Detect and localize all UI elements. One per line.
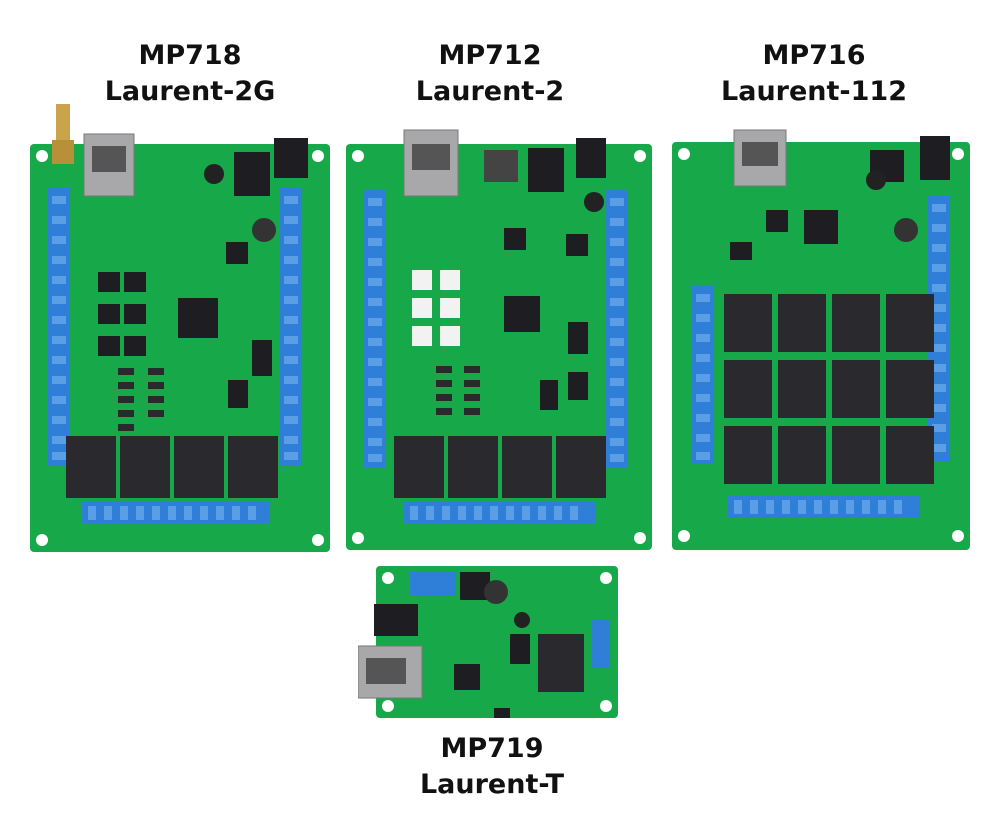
board-model: MP718	[138, 40, 242, 71]
board-name: Laurent-112	[721, 76, 907, 107]
board-model: MP716	[762, 40, 866, 71]
board-mp712-image	[344, 126, 654, 554]
board-mp718-image	[28, 100, 332, 555]
board-mp719-image	[358, 564, 620, 722]
board-name: Laurent-2G	[104, 76, 276, 107]
board-label-mp718: MP718 Laurent-2G	[90, 38, 290, 110]
board-model: MP712	[438, 40, 542, 71]
board-label-mp719: MP719 Laurent-T	[392, 731, 592, 803]
board-name: Laurent-T	[419, 769, 565, 800]
board-model: MP719	[440, 733, 544, 764]
board-mp716-image	[670, 126, 972, 552]
board-label-mp716: MP716 Laurent-112	[714, 38, 914, 110]
board-label-mp712: MP712 Laurent-2	[390, 38, 590, 110]
board-name: Laurent-2	[415, 76, 565, 107]
